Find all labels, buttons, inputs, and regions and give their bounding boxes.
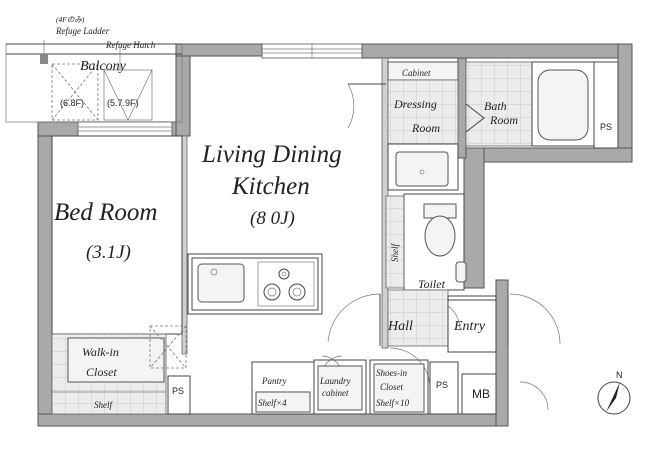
hall-entry xyxy=(387,289,497,353)
walkin-label-line1: Walk-in xyxy=(82,345,119,359)
shoes-label-line2: Closet xyxy=(380,382,404,392)
shelf-bottom-label: Shelf xyxy=(94,400,113,410)
walls xyxy=(37,43,633,427)
balcony xyxy=(5,40,183,123)
north-label: N xyxy=(616,370,623,380)
bedroom xyxy=(51,135,183,415)
ps-bottom-label: PS xyxy=(172,386,184,396)
refuge-ladder-label: Refuge Ladder xyxy=(55,26,110,36)
bedroom-label: Bed Room xyxy=(54,199,157,226)
refuge-hatch-label: Refuge Hatch xyxy=(105,40,156,50)
balcony-label: Balcony xyxy=(80,59,127,74)
north-compass xyxy=(597,381,631,415)
ps-bath-label: PS xyxy=(600,122,612,132)
entry-label: Entry xyxy=(453,319,486,334)
ldk-size: (8 0J) xyxy=(250,208,295,229)
pantry-label: Pantry xyxy=(261,376,287,386)
toilet-room xyxy=(385,193,467,291)
bedroom-size: (3.1J) xyxy=(86,242,131,263)
storage-row xyxy=(167,359,497,415)
dressing-label-line2: Room xyxy=(411,121,440,135)
dressing-room xyxy=(387,61,459,191)
kitchen-counter xyxy=(149,253,323,369)
bathroom xyxy=(465,61,619,149)
shoes-label-line1: Shoes-in xyxy=(376,368,407,378)
refuge-floor-label: (4Fのみ) xyxy=(56,15,85,24)
dressing-label-line1: Dressing xyxy=(393,97,437,111)
pantry-shelf-label: Shelf×4 xyxy=(258,398,287,408)
cabinet-label: Cabinet xyxy=(402,68,431,78)
bath-label-line2: Room xyxy=(489,113,518,127)
ldk-label-line1: Living Dining xyxy=(201,141,342,168)
walkin-label-line2: Closet xyxy=(86,365,117,379)
balcony-note-b: (5.7.9F) xyxy=(107,98,139,108)
bath-label-line1: Bath xyxy=(484,99,507,113)
laundry-label-line1: Laundry xyxy=(319,376,351,386)
laundry-label-line2: cabinet xyxy=(322,388,349,398)
balcony-note-a: (6.8F) xyxy=(60,98,84,108)
ps-entry-label: PS xyxy=(436,380,448,390)
labels: (4Fのみ) Refuge Ladder Refuge Hatch Balcon… xyxy=(54,15,623,410)
hall-label: Hall xyxy=(387,319,413,334)
ldk-label-line2: Kitchen xyxy=(231,173,310,200)
mb-label: MB xyxy=(472,387,490,401)
bedroom-window xyxy=(77,121,173,137)
shoes-shelf-label: Shelf×10 xyxy=(376,398,410,408)
ldk-window xyxy=(261,43,363,59)
shelf-vertical-label: Shelf xyxy=(390,243,400,262)
toilet-label: Toilet xyxy=(418,277,446,291)
